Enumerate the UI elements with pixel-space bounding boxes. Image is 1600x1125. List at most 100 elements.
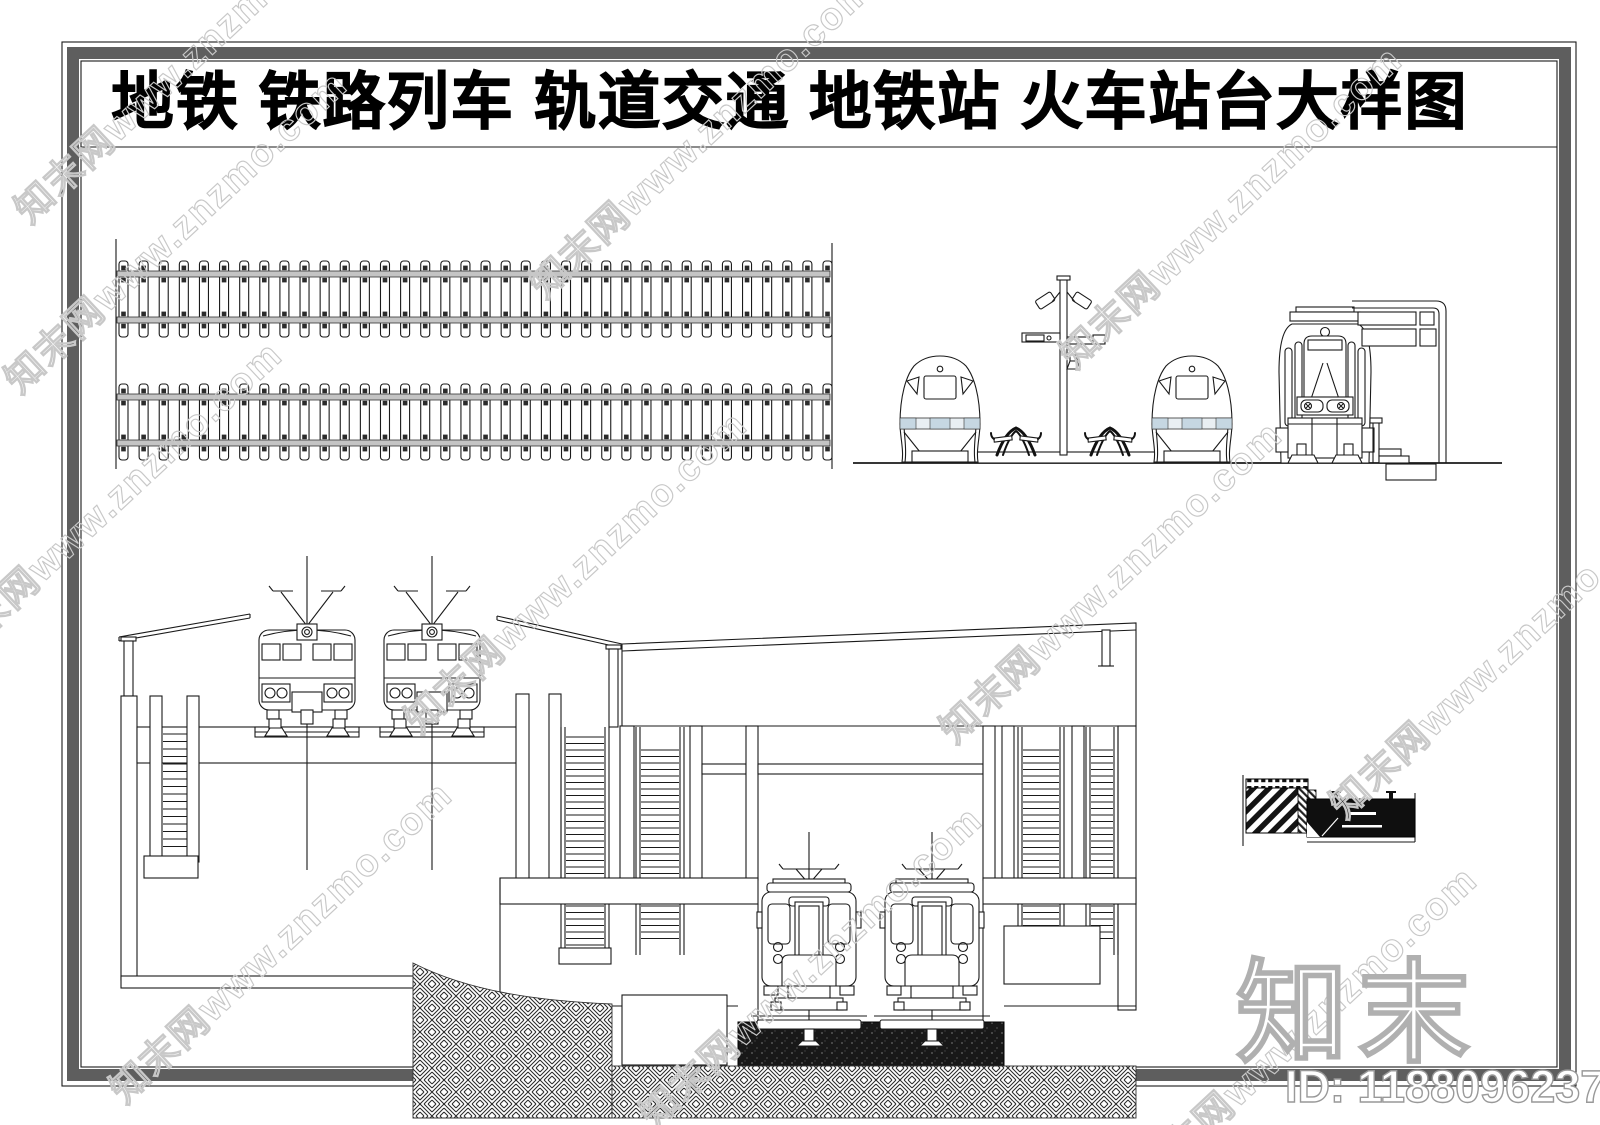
rail-fastener [784,400,790,406]
rail-fastener [262,400,267,406]
platform-elevation [853,275,1502,481]
floodlight-icon [1035,291,1056,310]
rail-fastener [784,311,790,317]
escalator [560,727,610,959]
rail-fastener [463,323,468,329]
rail-fastener [382,434,388,440]
rail-fastener [825,446,830,452]
lintel-beam [757,763,984,775]
rail-fastener [644,265,649,271]
floodlight-icon [1071,291,1092,310]
rail-fastener [241,277,247,283]
rail-fastener [724,277,730,283]
rail-fastener [805,323,810,329]
rail-fastener [624,446,629,452]
rail-fastener [402,400,408,406]
rail-fastener [784,323,790,329]
rail-fastener [603,265,609,271]
rail-fastener [684,265,689,271]
elevated-station-section [118,555,518,989]
rail-fastener [523,311,529,317]
rail-fastener [704,434,710,440]
rail-fastener [624,265,629,271]
rail-fastener [583,311,589,317]
rail-fastener [382,446,388,452]
rail-fastener [302,277,307,283]
rail-fastener [443,311,448,317]
rail-fastener [463,446,468,452]
rail-fastener [201,311,207,317]
rail-fastener [382,311,388,317]
rail-fastener [483,434,488,440]
escalator-base [558,947,612,965]
rail-fastener [583,388,589,394]
track-plan-lower [116,383,833,461]
rail-fastener [805,277,810,283]
rail-fastener [523,265,529,271]
rail-profile-icon [1331,791,1341,799]
tram-front [1275,306,1385,464]
station-roof [621,622,1137,727]
rail-fastener [825,277,830,283]
rail-fastener [302,323,307,329]
rail-fastener [543,311,549,317]
rail-fastener [664,434,669,440]
rail-fastener [704,311,710,317]
rail-fastener [382,277,388,283]
rail [116,316,831,324]
rail-fastener [161,434,167,440]
rail-fastener [402,311,408,317]
rail-fastener [221,265,227,271]
rail-fastener [262,265,267,271]
escalator-elevated [143,695,200,879]
rail-fastener [342,446,348,452]
rail-fastener [543,400,549,406]
rail-fastener [161,265,167,271]
rail-fastener [563,400,569,406]
rail-fastener [583,434,589,440]
rail-fastener [201,388,207,394]
rail-fastener [362,265,368,271]
wall [515,693,530,881]
rail-fastener [422,388,428,394]
rail-fastener [644,311,649,317]
rail-fastener [382,400,388,406]
wall [1001,725,1015,881]
rail-fastener [664,388,669,394]
rail-fastener [583,400,589,406]
rail-fastener [221,388,227,394]
rail-fastener [241,265,247,271]
rail-fastener [503,311,508,317]
platform-floor-left [499,877,759,905]
escalator-banks [560,727,1119,959]
rail-fastener [362,277,368,283]
site-logo: 知末 [1236,951,1480,1076]
rail-fastener [121,311,126,317]
rail-fastener [784,265,790,271]
rail-fastener [644,446,649,452]
rail-fastener [241,400,247,406]
rail-fastener [724,265,730,271]
rail-fastener [121,265,126,271]
rail-fastener [282,388,287,394]
rail-fastener [221,400,227,406]
rail-fastener [764,388,770,394]
rail-fastener [784,388,790,394]
rail-fastener [141,311,146,317]
rail-fastener [624,400,629,406]
platform-edge-detail [1242,775,1416,846]
rail-fastener [402,277,408,283]
rail-fastener [664,265,669,271]
rail-fastener [322,277,327,283]
rail-fastener [644,434,649,440]
rail-fastener [181,311,187,317]
rail-fastener [181,277,187,283]
rail-fastener [121,434,126,440]
rail-fastener [764,323,770,329]
rail-fastener [563,311,569,317]
rail-fastener [463,265,468,271]
rail-fastener [523,446,529,452]
rail-fastener [241,388,247,394]
rail-fastener [563,388,569,394]
